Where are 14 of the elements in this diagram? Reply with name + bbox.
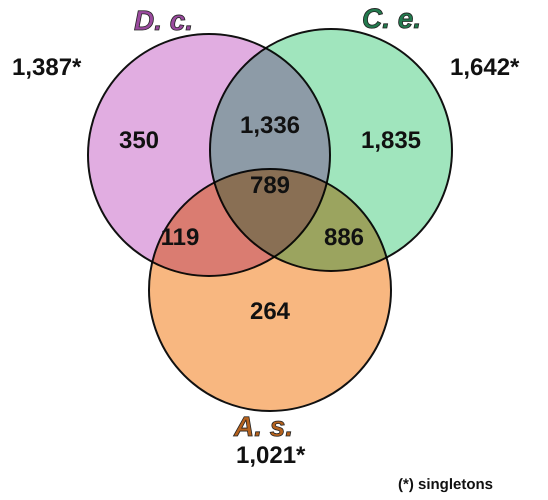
singleton-count: 1,021* bbox=[236, 442, 306, 470]
set-name: D. c. bbox=[134, 6, 194, 36]
singleton-count: 1,387* bbox=[12, 54, 82, 82]
region-count: 119 bbox=[160, 224, 200, 252]
region-count: 350 bbox=[118, 127, 160, 155]
region-count: 886 bbox=[324, 224, 364, 252]
singleton-count: 1,642* bbox=[450, 54, 520, 82]
region-count: 1,336 bbox=[240, 112, 300, 140]
region-count: 1,835 bbox=[360, 127, 422, 155]
note-text: (*) singletons bbox=[398, 476, 494, 494]
region-count: 264 bbox=[250, 298, 290, 326]
set-name: C. e. bbox=[362, 4, 422, 34]
set-name: A. s. bbox=[234, 412, 294, 442]
region-count: 789 bbox=[250, 172, 290, 200]
